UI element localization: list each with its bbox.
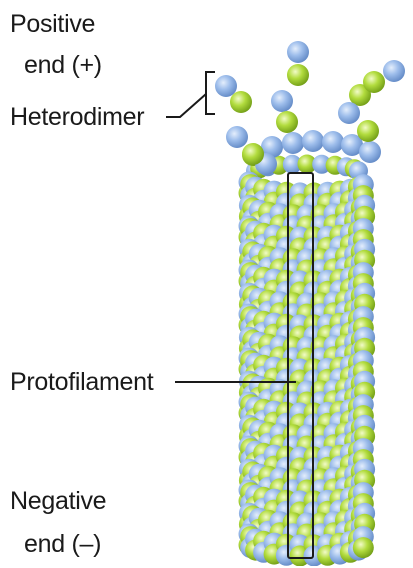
heterodimer xyxy=(215,75,252,113)
microtubule-rim xyxy=(242,130,381,175)
free-heterodimers xyxy=(215,41,405,165)
heterodimer xyxy=(287,41,309,86)
alpha-tubulin-subunit xyxy=(282,154,302,174)
negative-end-label-line1: Negative xyxy=(10,487,107,515)
heterodimer xyxy=(271,90,298,133)
alpha-tubulin-subunit xyxy=(287,41,309,63)
protofilament-label: Protofilament xyxy=(10,368,154,396)
alpha-tubulin-subunit xyxy=(271,90,293,112)
heterodimer xyxy=(363,60,405,93)
heterodimer-bracket xyxy=(205,71,215,115)
positive-end-label-line1: Positive xyxy=(10,10,96,38)
alpha-tubulin-subunit xyxy=(322,131,344,153)
alpha-tubulin-subunit xyxy=(341,134,363,156)
heterodimer xyxy=(338,84,371,124)
beta-tubulin-subunit xyxy=(276,111,298,133)
beta-tubulin-subunit xyxy=(242,143,264,165)
alpha-tubulin-subunit xyxy=(383,60,405,82)
alpha-tubulin-subunit xyxy=(215,75,237,97)
beta-tubulin-subunit xyxy=(352,537,374,559)
alpha-tubulin-subunit xyxy=(302,130,324,152)
beta-tubulin-subunit xyxy=(363,71,385,93)
beta-tubulin-subunit xyxy=(297,154,317,174)
heterodimer-leader-line xyxy=(166,93,207,118)
alpha-tubulin-subunit xyxy=(338,102,360,124)
microtubule-wall-front xyxy=(238,171,376,566)
beta-tubulin-subunit xyxy=(287,64,309,86)
beta-tubulin-subunit xyxy=(357,120,379,142)
heterodimer-label: Heterodimer xyxy=(10,103,145,131)
alpha-tubulin-subunit xyxy=(261,136,283,158)
negative-end-label-line2: end (–) xyxy=(24,530,102,558)
positive-end-label-line2: end (+) xyxy=(24,51,102,79)
alpha-tubulin-subunit xyxy=(282,132,304,154)
protofilament-highlight-box xyxy=(287,172,314,559)
heterodimer xyxy=(226,126,264,165)
beta-tubulin-subunit xyxy=(230,91,252,113)
alpha-tubulin-subunit xyxy=(359,141,381,163)
microtubule-wall-back xyxy=(246,154,368,181)
alpha-tubulin-subunit xyxy=(226,126,248,148)
beta-tubulin-subunit xyxy=(349,84,371,106)
